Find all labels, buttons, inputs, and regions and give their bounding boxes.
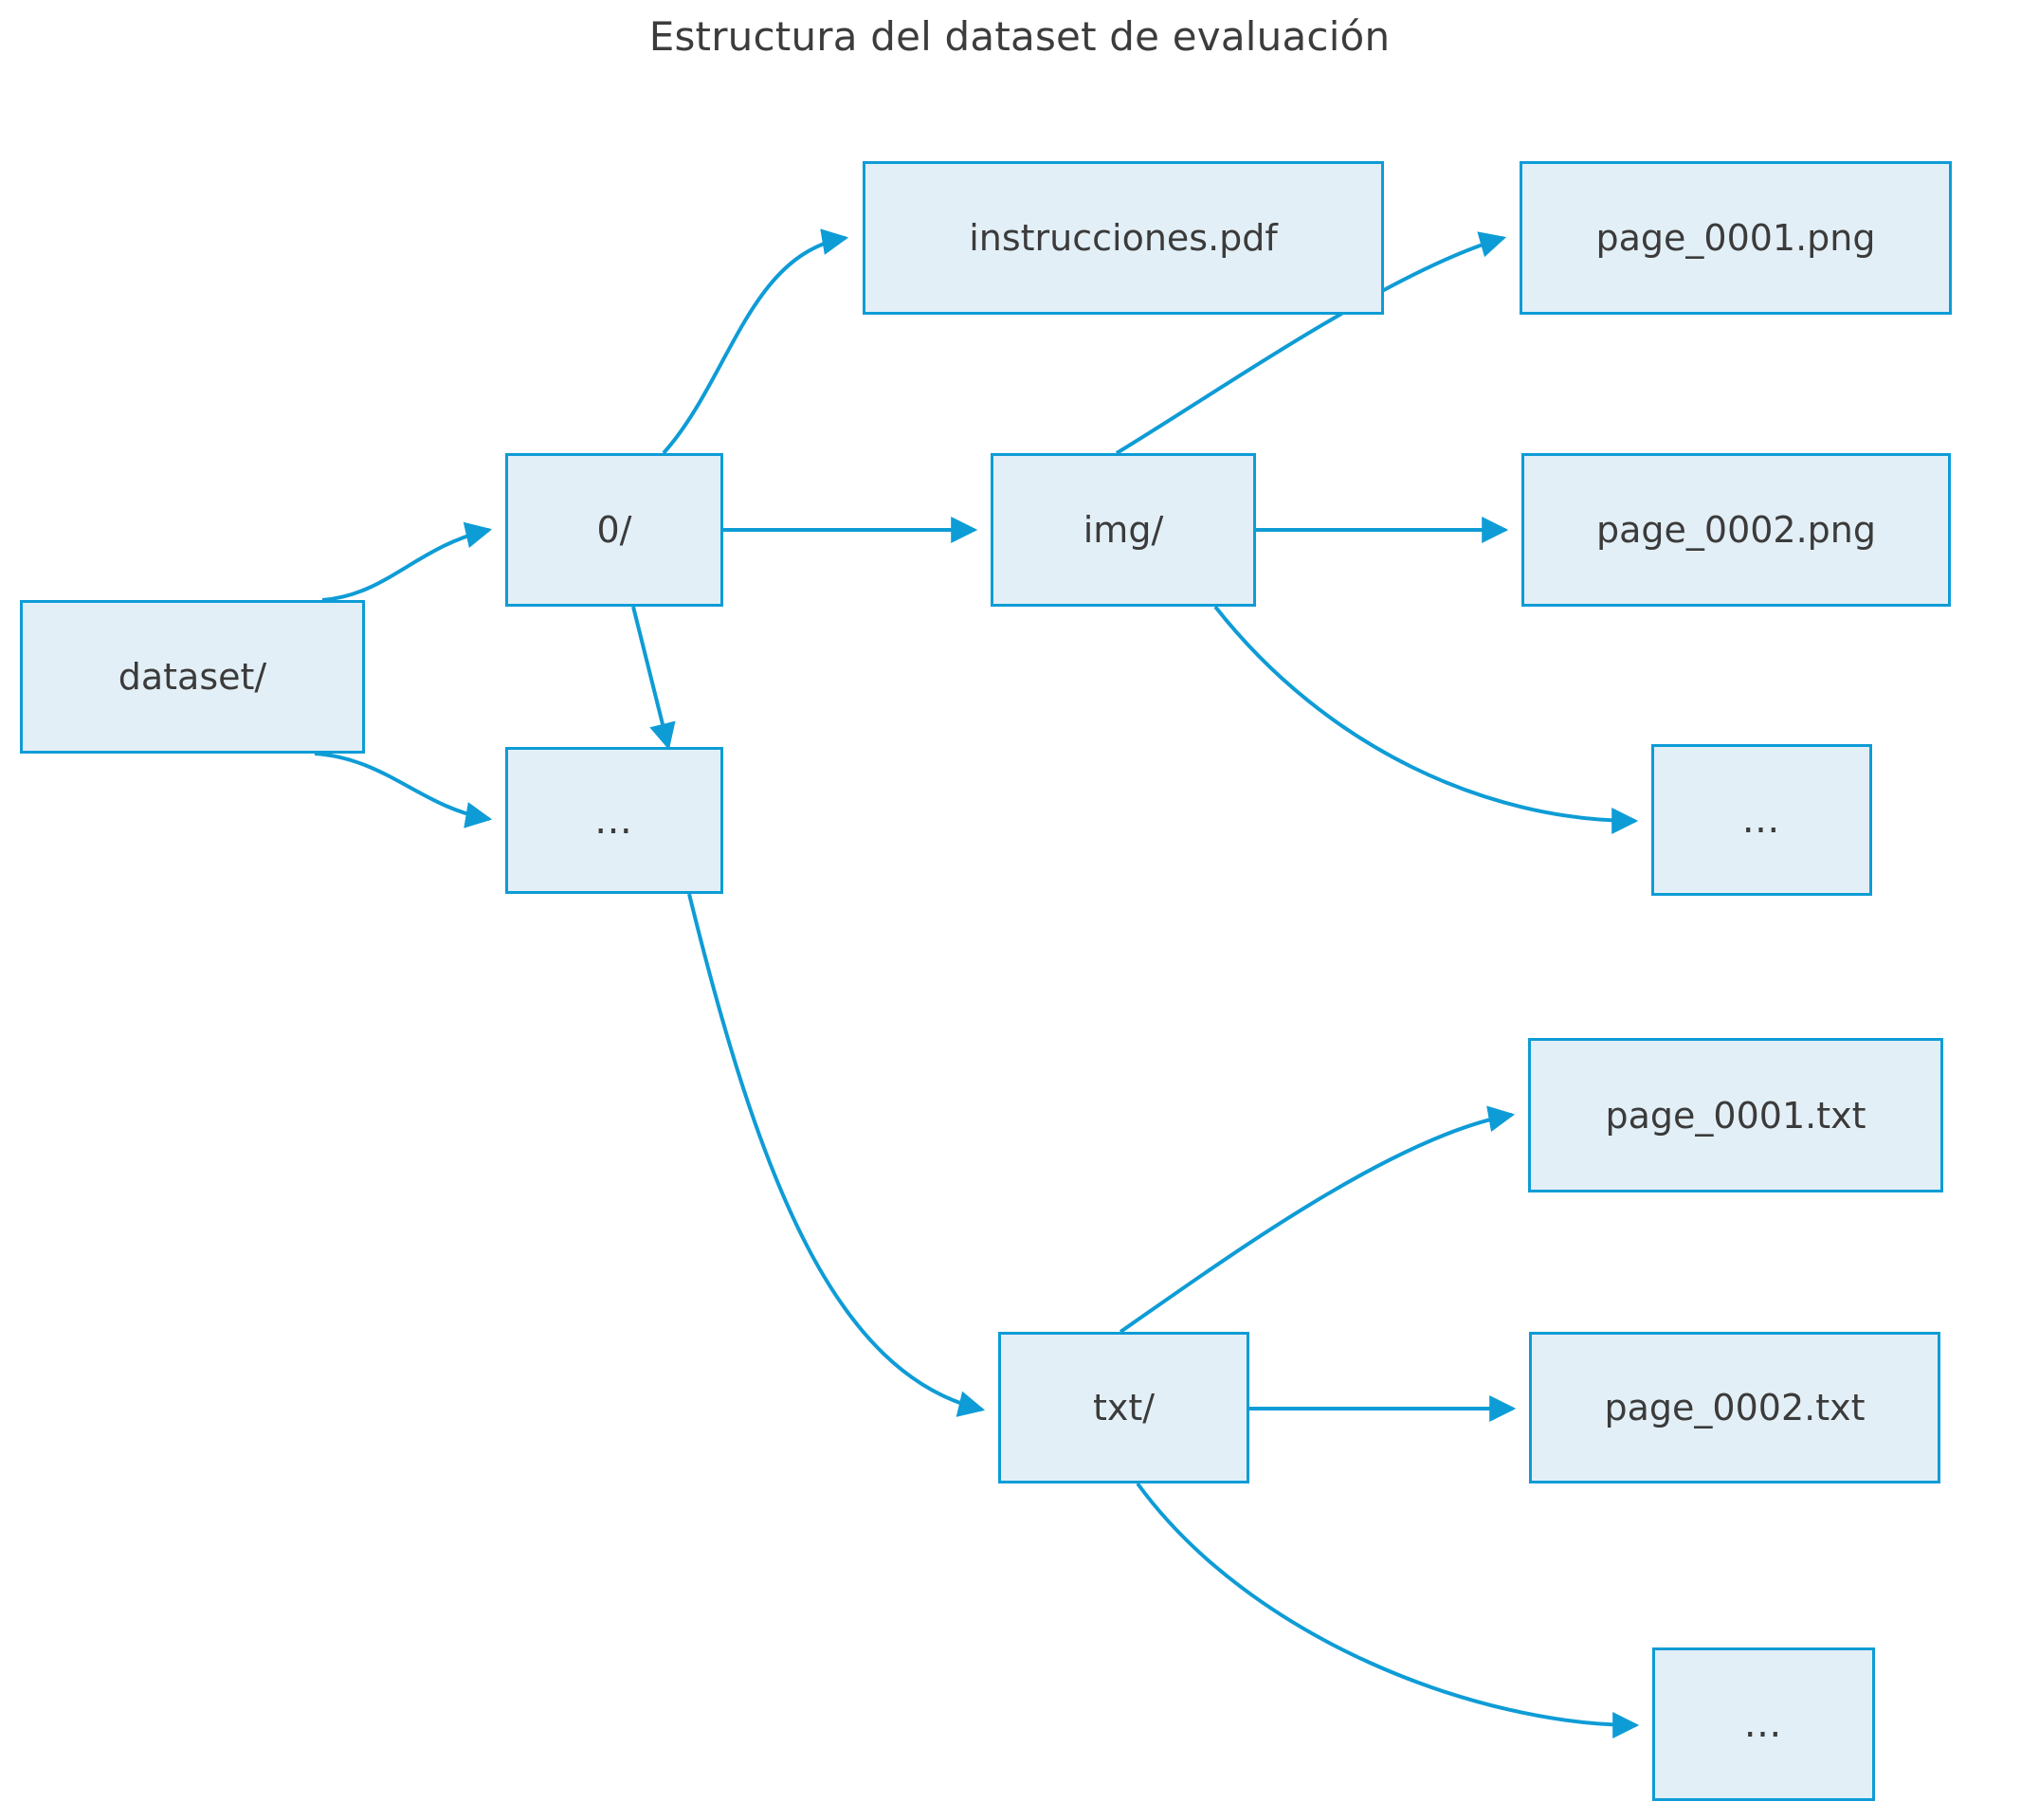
node-page1txt[interactable]: page_0001.txt xyxy=(1528,1038,1943,1192)
edge-img-to-ellipsis xyxy=(1213,605,1639,834)
edge-zero-to-ellipsis xyxy=(631,606,676,751)
node-label-ellipsis_top: … xyxy=(594,798,634,843)
node-label-img: img/ xyxy=(1083,509,1164,551)
node-label-page2png: page_0002.png xyxy=(1595,509,1877,551)
node-img[interactable]: img/ xyxy=(991,453,1256,607)
node-label-page2txt: page_0002.txt xyxy=(1604,1387,1866,1429)
node-dataset[interactable]: dataset/ xyxy=(20,600,365,754)
node-page1png[interactable]: page_0001.png xyxy=(1520,161,1952,315)
node-label-page1txt: page_0001.txt xyxy=(1605,1094,1866,1137)
edge-zero-to-instrucciones xyxy=(662,228,849,455)
node-txt[interactable]: txt/ xyxy=(998,1332,1249,1483)
node-label-zero: 0/ xyxy=(596,509,632,551)
node-zero[interactable]: 0/ xyxy=(505,453,723,607)
edge-txt-to-page1txt xyxy=(1119,1105,1516,1334)
node-label-instrucciones: instrucciones.pdf xyxy=(969,217,1278,259)
node-instrucciones[interactable]: instrucciones.pdf xyxy=(863,161,1384,315)
node-ellipsis_img[interactable]: … xyxy=(1651,744,1872,896)
node-ellipsis_top[interactable]: … xyxy=(505,747,723,894)
node-label-ellipsis_img: … xyxy=(1741,798,1782,842)
node-label-page1png: page_0001.png xyxy=(1595,217,1876,259)
edge-dataset-to-ellipsis xyxy=(314,752,493,828)
node-label-dataset: dataset/ xyxy=(118,656,267,698)
node-ellipsis_txt[interactable]: … xyxy=(1652,1647,1875,1801)
edge-dataset-to-zero xyxy=(321,521,493,602)
node-label-txt: txt/ xyxy=(1092,1387,1156,1429)
node-label-ellipsis_txt: … xyxy=(1743,1702,1784,1746)
node-page2txt[interactable]: page_0002.txt xyxy=(1529,1332,1940,1483)
page-title: Estructura del dataset de evaluación xyxy=(648,13,1391,60)
edge-ellipsis-to-txt xyxy=(687,893,986,1417)
node-page2png[interactable]: page_0002.png xyxy=(1521,453,1951,607)
edge-txt-to-ellipsis xyxy=(1136,1482,1640,1738)
